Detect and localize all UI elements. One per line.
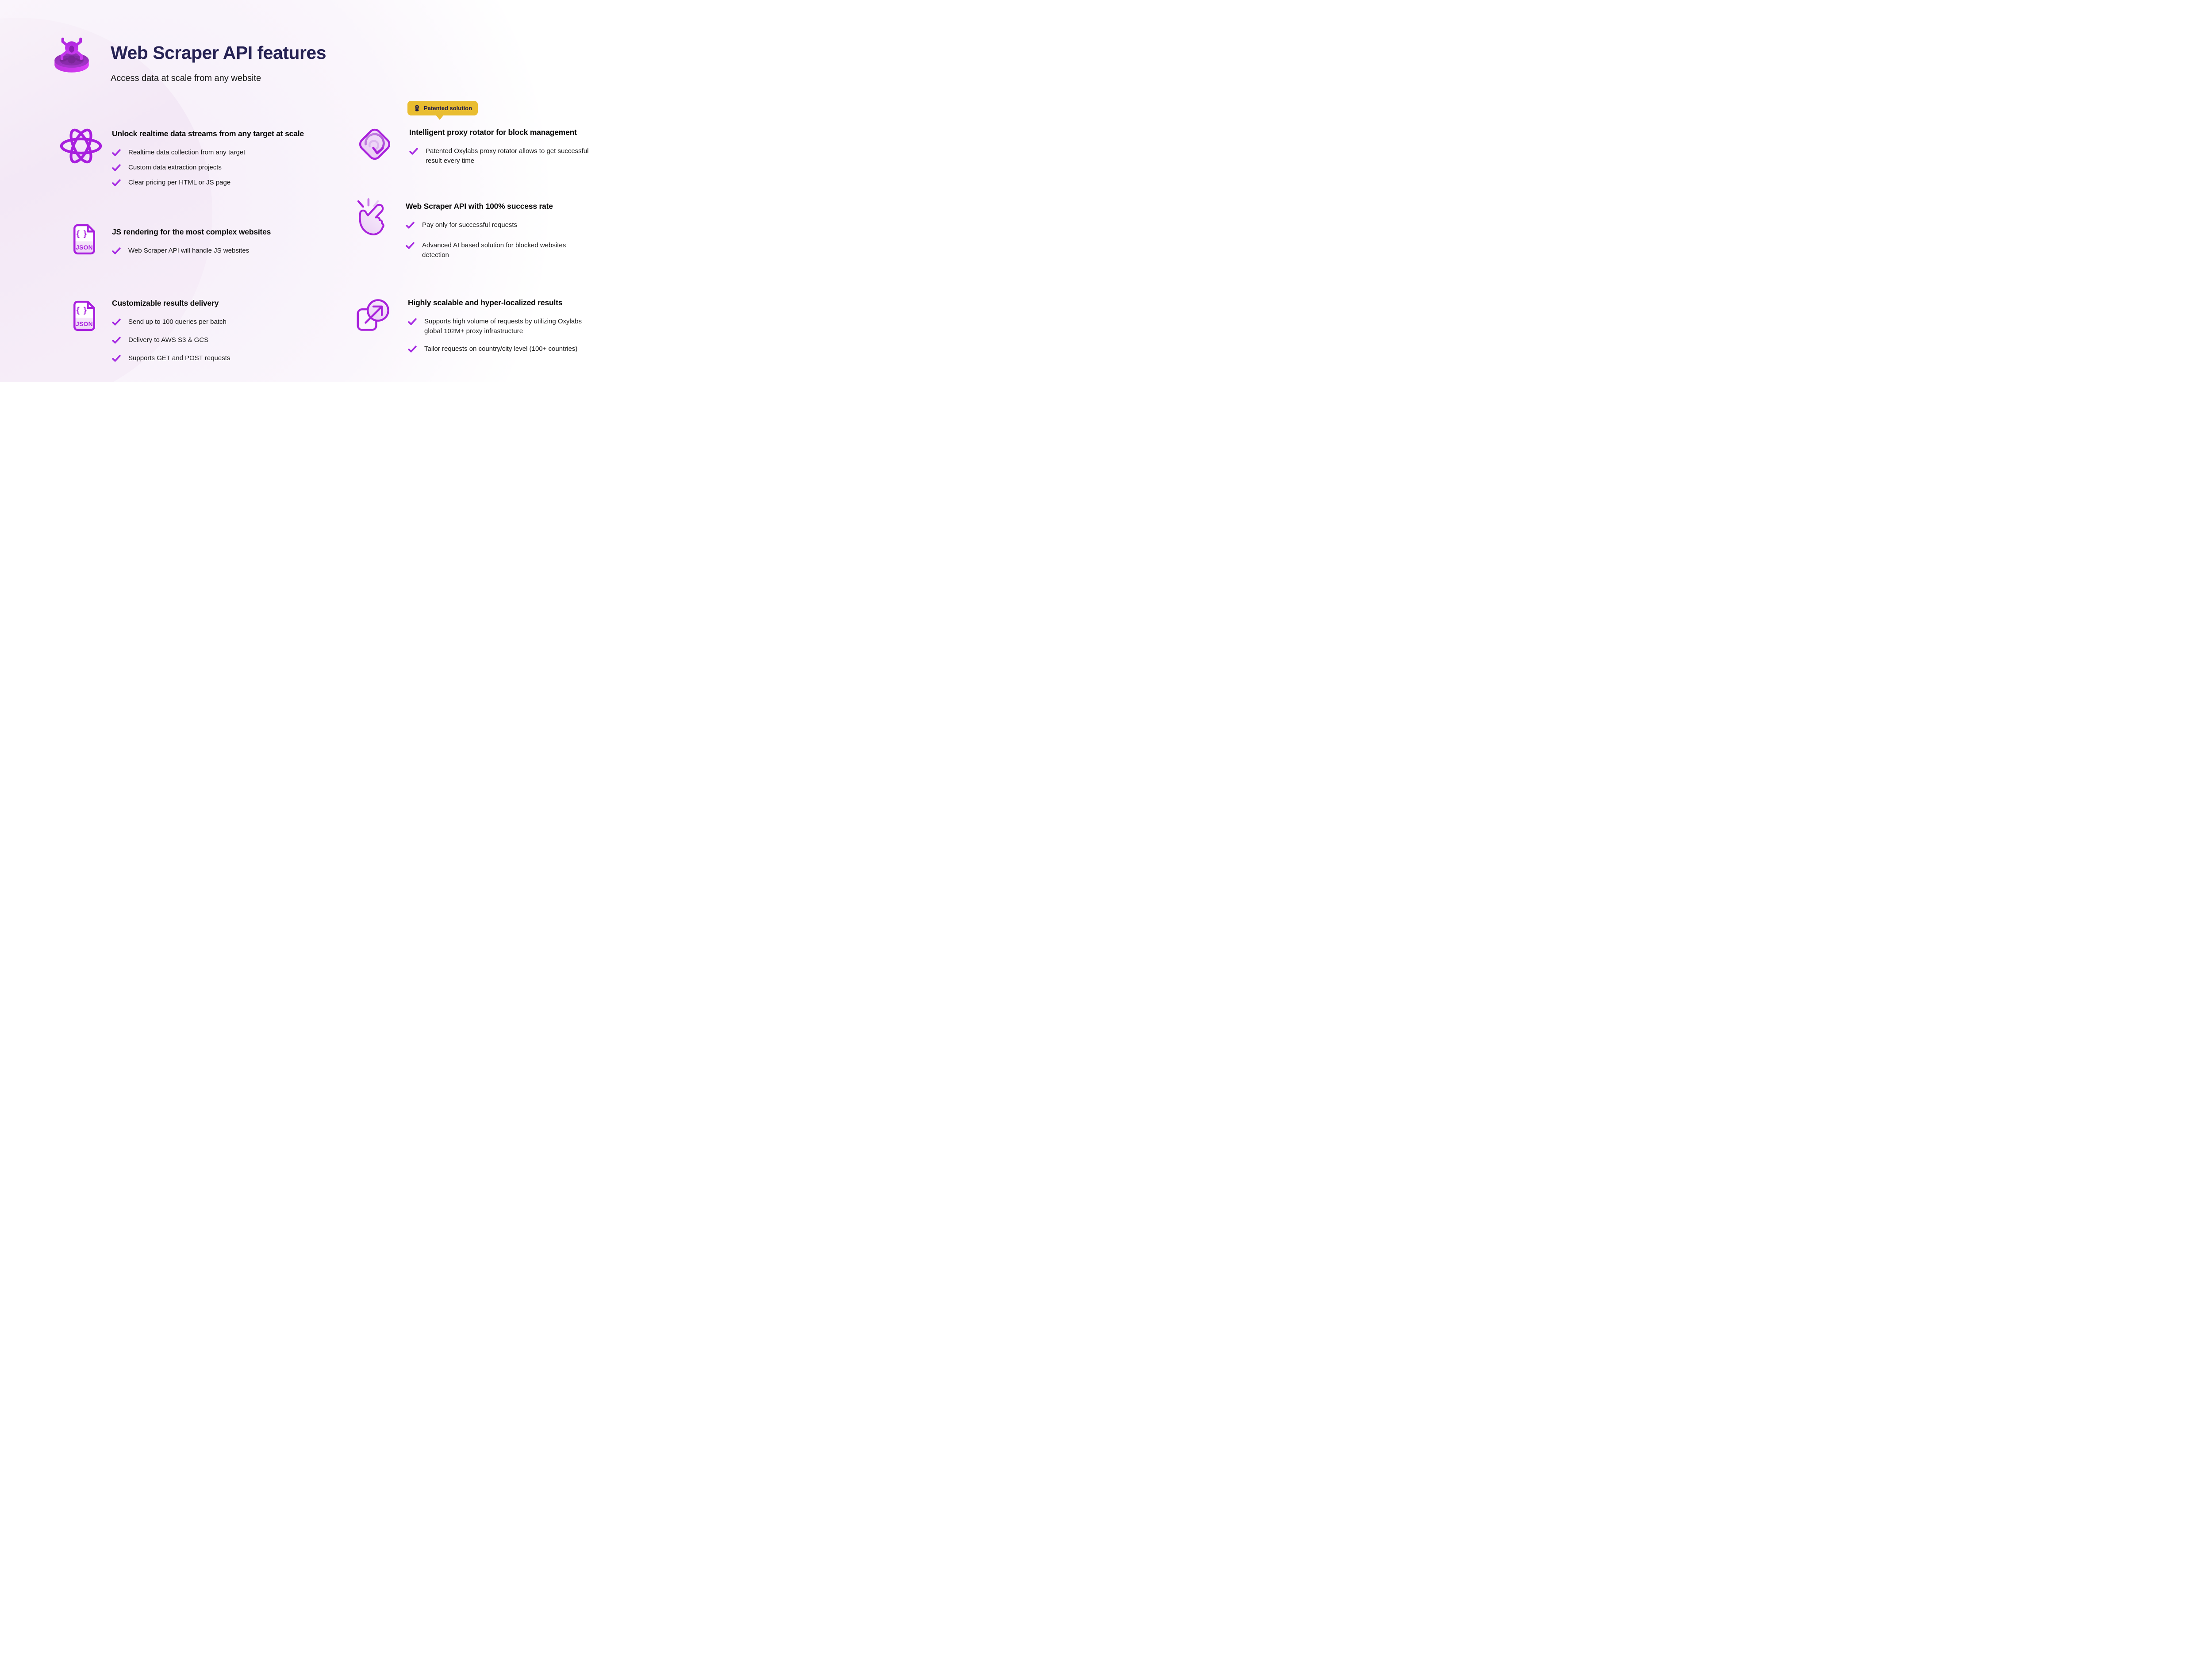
badge-label: Patented solution [424, 105, 472, 111]
check-icon [112, 337, 121, 344]
svg-text:{ }: { } [77, 305, 88, 315]
check-icon [406, 242, 415, 249]
check-icon [112, 247, 121, 254]
feature-item: Supports high volume of requests by util… [408, 317, 620, 336]
feature-heading: Customizable results delivery [112, 299, 219, 307]
check-icon [112, 319, 121, 326]
feature-item: Clear pricing per HTML or JS page [112, 178, 333, 188]
feature-heading: Unlock realtime data streams from any ta… [112, 129, 304, 138]
feature-proxy-rotator: Intelligent proxy rotator for block mana… [359, 127, 622, 173]
feature-item-list: Realtime data collection from any target… [112, 148, 333, 188]
feature-item: Web Scraper API will handle JS websites [112, 246, 342, 256]
medal-icon [413, 104, 421, 112]
feature-unlock-realtime-data: Unlock realtime data streams from any ta… [60, 128, 333, 193]
feature-item-list: Pay only for successful requests Advance… [406, 220, 614, 260]
feature-item-list: Send up to 100 queries per batch Deliver… [112, 317, 342, 363]
scraper-bug-logo-icon [52, 37, 91, 73]
check-icon [112, 355, 121, 362]
patented-solution-badge: Patented solution [407, 101, 478, 120]
json-file-icon: { } JSON [72, 300, 96, 332]
page-title: Web Scraper API features [111, 42, 326, 63]
feature-item-list: Patented Oxylabs proxy rotator allows to… [409, 146, 622, 166]
check-icon [112, 164, 121, 171]
check-icon [409, 148, 418, 155]
badge-tail [436, 115, 444, 120]
proxy-rotator-icon [357, 126, 393, 162]
feature-item: Patented Oxylabs proxy rotator allows to… [409, 146, 622, 166]
feature-success-rate: Web Scraper API with 100% success rate P… [357, 198, 614, 271]
svg-text:JSON: JSON [76, 321, 93, 327]
feature-heading: JS rendering for the most complex websit… [112, 227, 271, 236]
feature-customizable-delivery: { } JSON Customizable results delivery S… [73, 298, 342, 372]
svg-text:JSON: JSON [76, 244, 93, 251]
check-icon [112, 179, 121, 186]
check-icon [408, 318, 417, 325]
feature-scalable-localized: Highly scalable and hyper-localized resu… [357, 297, 620, 362]
feature-item: Supports GET and POST requests [112, 353, 342, 363]
feature-item: Delivery to AWS S3 & GCS [112, 335, 342, 345]
scale-arrow-icon [356, 297, 391, 333]
feature-heading: Highly scalable and hyper-localized resu… [408, 298, 563, 307]
feature-item-list: Supports high volume of requests by util… [408, 317, 620, 354]
page-subtitle: Access data at scale from any website [111, 73, 261, 83]
check-icon [112, 149, 121, 156]
check-icon [408, 346, 417, 353]
svg-text:{ }: { } [77, 229, 88, 238]
feature-item: Pay only for successful requests [406, 220, 614, 230]
feature-item: Custom data extraction projects [112, 163, 333, 173]
feature-item-list: Web Scraper API will handle JS websites [112, 246, 342, 256]
feature-js-rendering: { } JSON JS rendering for the most compl… [73, 224, 342, 263]
feature-item: Tailor requests on country/city level (1… [408, 344, 620, 354]
click-hand-icon [356, 197, 389, 239]
json-file-icon: { } JSON [72, 223, 96, 255]
feature-heading: Intelligent proxy rotator for block mana… [409, 128, 577, 137]
check-icon [406, 222, 415, 229]
feature-item: Advanced AI based solution for blocked w… [406, 241, 614, 260]
feature-item: Realtime data collection from any target [112, 148, 333, 157]
feature-item: Send up to 100 queries per batch [112, 317, 342, 327]
web-scraper-api-features-page: Web Scraper API features Access data at … [0, 0, 680, 382]
atom-icon [60, 126, 102, 166]
feature-heading: Web Scraper API with 100% success rate [406, 202, 553, 211]
